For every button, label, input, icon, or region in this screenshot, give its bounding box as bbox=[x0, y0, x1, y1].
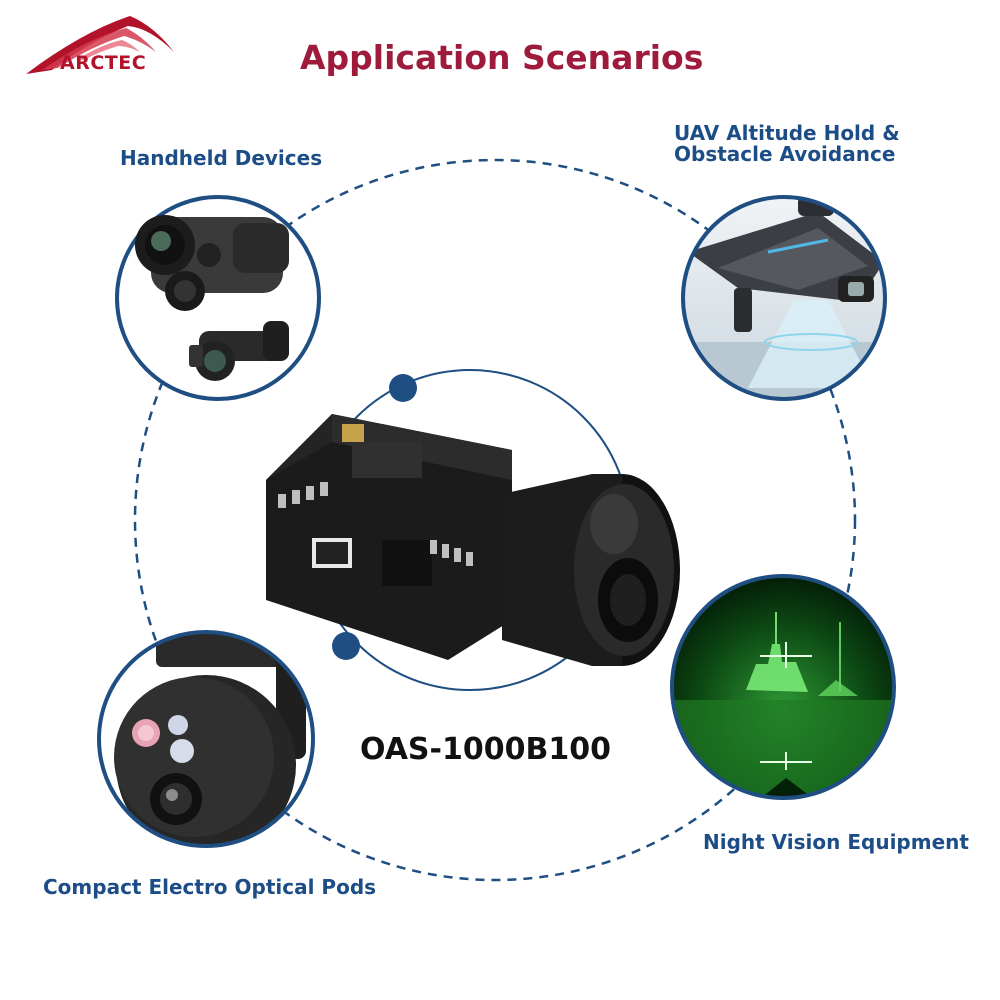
eo-pod-image bbox=[97, 630, 315, 848]
product-model-label: OAS-1000B100 bbox=[360, 732, 611, 767]
uav-drone-image bbox=[681, 195, 887, 401]
brand-name: ARCTEC bbox=[60, 52, 147, 74]
label-handheld-devices: Handheld Devices bbox=[120, 146, 323, 170]
ring-dot-bottom bbox=[332, 632, 360, 660]
handheld-devices-image bbox=[115, 195, 321, 401]
page-title: Application Scenarios bbox=[300, 38, 704, 77]
label-uav-line1: UAV Altitude Hold & bbox=[674, 121, 900, 145]
label-eo-pods: Compact Electro Optical Pods bbox=[43, 875, 377, 899]
label-night-vision: Night Vision Equipment bbox=[703, 830, 969, 854]
arctec-logo-icon bbox=[26, 16, 174, 74]
product-module-image bbox=[266, 414, 680, 666]
ring-dot-top bbox=[389, 374, 417, 402]
label-uav-line2: Obstacle Avoidance bbox=[674, 142, 896, 166]
arctec-logo bbox=[22, 14, 182, 84]
night-vision-image bbox=[670, 574, 896, 800]
